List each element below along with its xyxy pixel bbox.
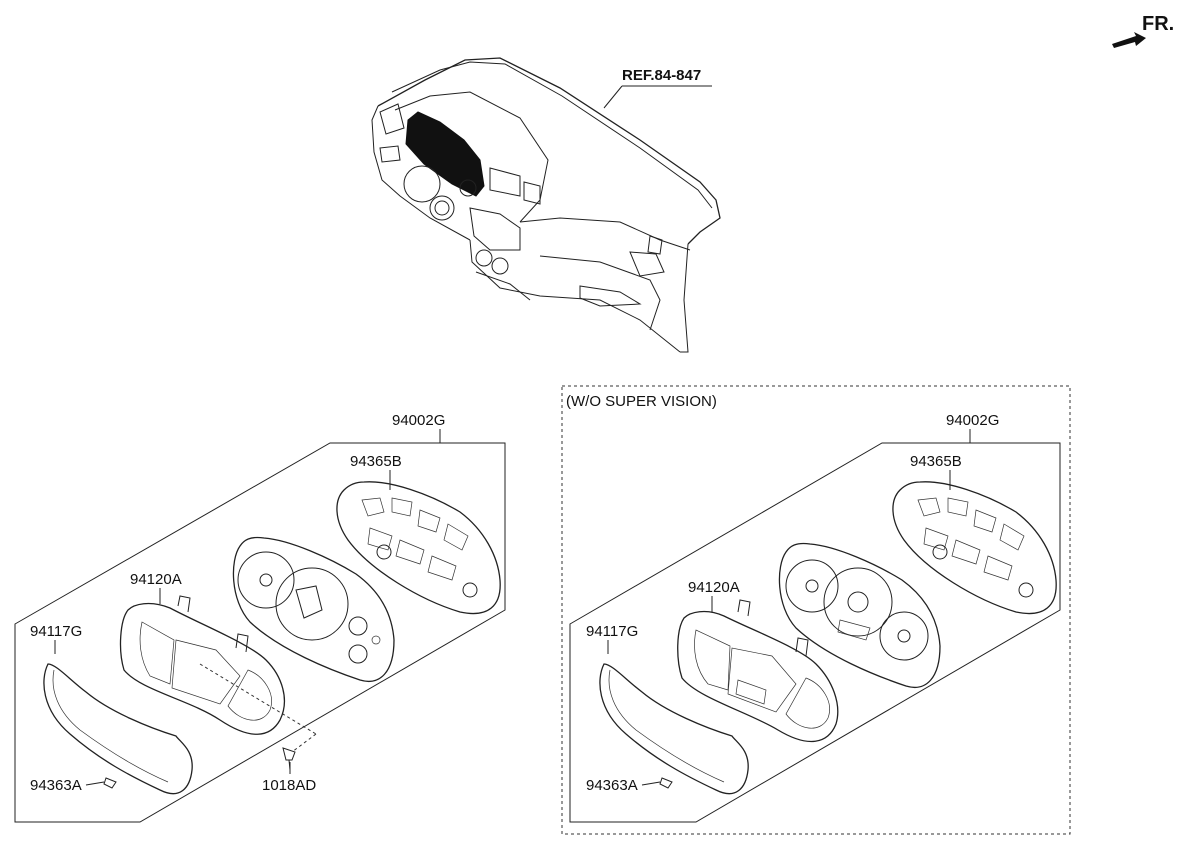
front-label: FR. bbox=[1142, 13, 1174, 35]
cluster-position-highlight bbox=[405, 111, 485, 197]
left-group-outline bbox=[14, 442, 506, 823]
dashboard-illustration bbox=[371, 57, 721, 353]
ref-label: REF.84-847 bbox=[622, 67, 701, 84]
left-lens-part bbox=[43, 663, 193, 795]
left-clip-number: 94363A bbox=[30, 777, 82, 794]
left-housing-part bbox=[119, 595, 286, 735]
left-case-part bbox=[336, 481, 501, 615]
right-assembly-number: 94002G bbox=[946, 412, 999, 429]
left-dial-part bbox=[232, 536, 395, 682]
right-housing-number: 94120A bbox=[688, 579, 740, 596]
right-group-dashed-box bbox=[561, 385, 1071, 835]
front-arrow-icon bbox=[1112, 32, 1146, 48]
right-group-outline bbox=[569, 442, 1061, 823]
left-screw-number: 1018AD bbox=[262, 777, 316, 794]
right-clip-number: 94363A bbox=[586, 777, 638, 794]
ref-callout: REF.84-847 bbox=[603, 67, 712, 109]
left-case-number: 94365B bbox=[350, 453, 402, 470]
right-clip-part bbox=[659, 777, 673, 789]
left-lens-number: 94117G bbox=[30, 623, 82, 640]
left-screw-part bbox=[282, 747, 296, 771]
right-parts-group: (W/O SUPER VISION) 94002G 94365B 94120A … bbox=[561, 385, 1071, 835]
right-case-number: 94365B bbox=[910, 453, 962, 470]
right-case-part bbox=[892, 481, 1057, 615]
front-direction-indicator: FR. bbox=[1112, 13, 1174, 48]
left-parts-group: 94002G 94365B 94120A 94117G 94363A 1018A… bbox=[14, 412, 506, 823]
left-clip-part bbox=[103, 777, 117, 789]
right-housing-part bbox=[677, 599, 839, 743]
right-lens-part bbox=[599, 663, 749, 795]
right-group-title: (W/O SUPER VISION) bbox=[566, 393, 717, 410]
left-housing-number: 94120A bbox=[130, 571, 182, 588]
right-lens-number: 94117G bbox=[586, 623, 638, 640]
right-dial-part bbox=[778, 542, 941, 688]
left-assembly-number: 94002G bbox=[392, 412, 445, 429]
